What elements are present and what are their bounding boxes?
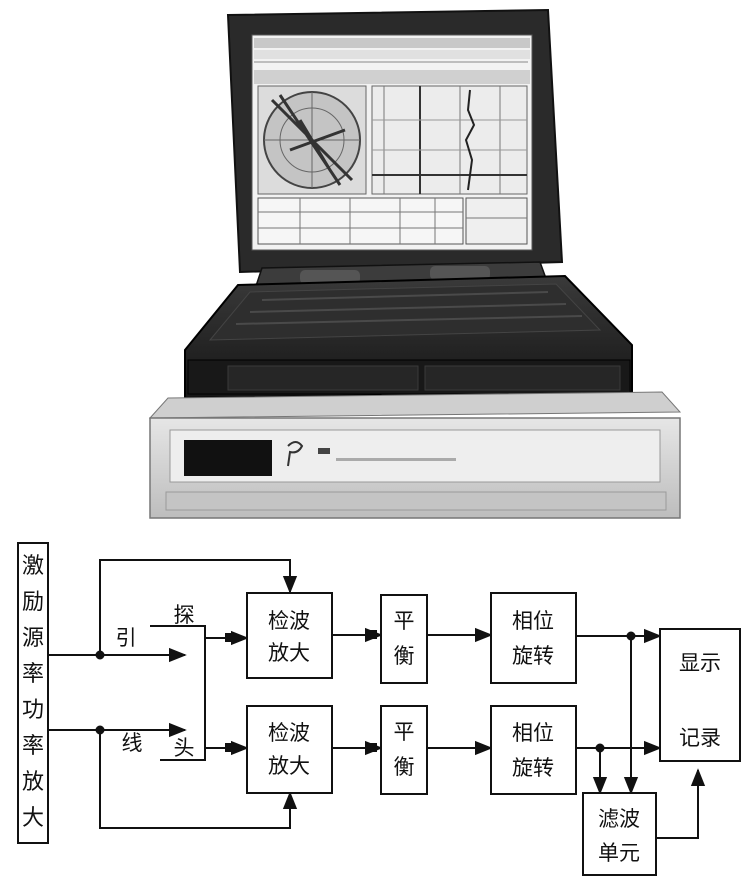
balance-bottom-line2: 衡 bbox=[394, 755, 415, 779]
source-char: 源 bbox=[22, 626, 44, 651]
balance-top-line1: 平 bbox=[394, 609, 415, 633]
source-char: 率 bbox=[22, 734, 44, 759]
detect-amp-bottom-line2: 放大 bbox=[268, 754, 310, 778]
source-char: 放 bbox=[22, 770, 44, 795]
source-char: 功 bbox=[22, 698, 44, 723]
laptop-icon bbox=[184, 8, 633, 400]
source-char: 励 bbox=[22, 590, 44, 615]
balance-top-line2: 衡 bbox=[394, 644, 415, 668]
phase-rotate-top-line1: 相位 bbox=[512, 609, 554, 633]
source-char: 激 bbox=[22, 554, 44, 579]
detect-amp-top-line2: 放大 bbox=[268, 641, 310, 665]
balance-bottom-line1: 平 bbox=[394, 720, 415, 744]
source-char: 大 bbox=[22, 806, 44, 831]
detect-amp-bottom-line1: 检波 bbox=[268, 721, 310, 745]
phase-rotate-bottom-line1: 相位 bbox=[512, 721, 554, 745]
source-char: 率 bbox=[22, 662, 44, 687]
laptop-screen bbox=[251, 34, 533, 251]
filter-unit-line1: 滤波 bbox=[598, 807, 640, 831]
source-column: 激 励 源 率 功 率 放 大 bbox=[22, 554, 44, 831]
filter-unit-line2: 单元 bbox=[598, 841, 640, 865]
detect-amp-top-line1: 检波 bbox=[268, 609, 310, 633]
probe-label-top: 探 bbox=[174, 603, 195, 627]
instrument-case-icon bbox=[148, 391, 682, 519]
probe-label-bottom: 头 bbox=[174, 736, 195, 760]
phase-rotate-top-line2: 旋转 bbox=[512, 644, 554, 668]
lead-label-top: 引 bbox=[116, 626, 137, 650]
display-record-line1: 显示 bbox=[679, 651, 721, 675]
lead-label-bottom: 线 bbox=[122, 731, 143, 755]
display-record-line2: 记录 bbox=[679, 726, 721, 750]
phase-rotate-bottom-line2: 旋转 bbox=[512, 756, 554, 780]
block-diagram bbox=[17, 542, 741, 876]
